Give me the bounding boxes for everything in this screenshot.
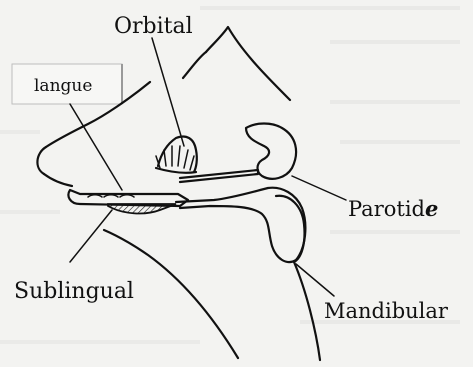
label-parotid-suffix: e [425,196,438,221]
label-parotid: Parotide [348,196,438,221]
langue-leader-line [70,104,122,190]
label-orbital: Orbital [114,14,193,39]
sublingual-gland [108,204,176,213]
label-langue: langue [34,76,92,96]
tongue-and-sublingual [68,188,305,262]
label-parotid-main: Parotid [348,197,425,221]
parotid-leader-line [292,176,346,200]
label-sublingual: Sublingual [14,279,134,304]
orbital-gland [156,137,197,173]
sublingual-leader-line [70,210,112,262]
orbital-leader-line [152,38,184,146]
label-mandibular: Mandibular [324,299,449,323]
